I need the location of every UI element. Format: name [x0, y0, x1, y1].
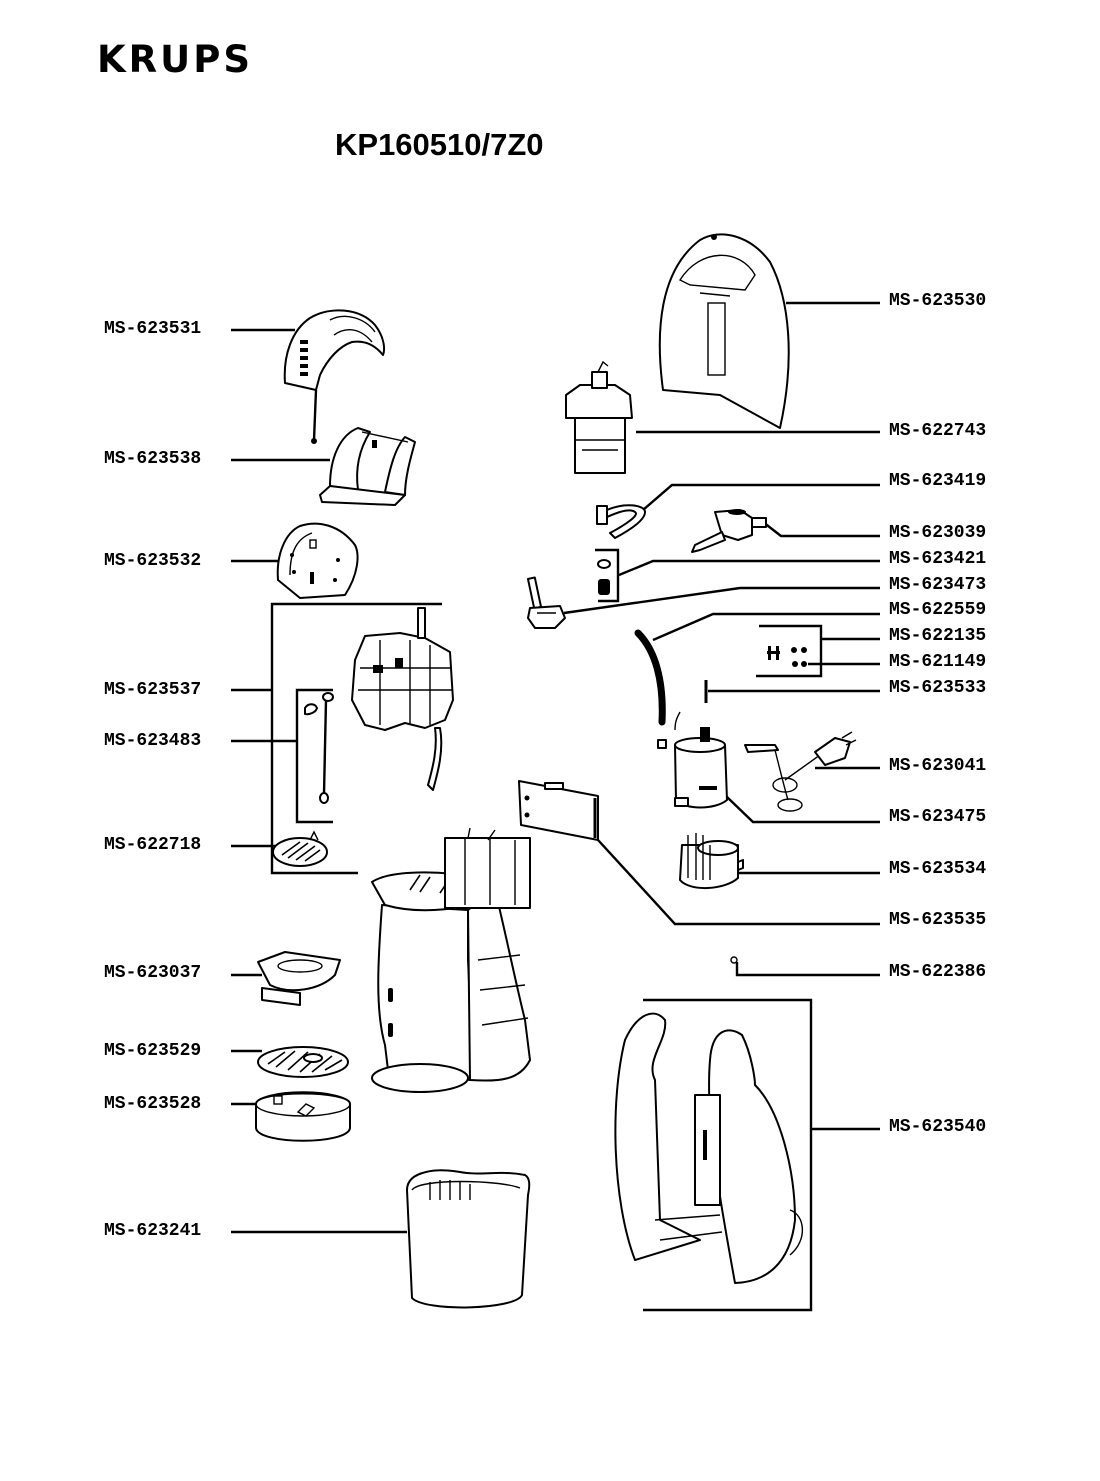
part-label-valve-connector: MS-623039 — [889, 523, 987, 543]
part-small-spring-drawing — [730, 956, 738, 964]
part-seal-spring-drawing — [595, 548, 620, 603]
leader-small-spring — [735, 962, 880, 977]
part-housing-shell-drawing — [614, 1012, 804, 1284]
part-silicone-tube-drawing — [634, 629, 666, 726]
leader-valve-connector — [762, 521, 880, 538]
part-flowmeter-drawing — [526, 576, 566, 629]
part-rear-cover-drawing — [658, 233, 790, 429]
leader-seal-spring — [618, 559, 880, 577]
part-label-silicone-tube: MS-622559 — [889, 600, 987, 620]
part-label-heater-support: MS-623534 — [889, 859, 987, 879]
part-label-brewing-unit: MS-623537 — [104, 680, 202, 700]
part-pump-drawing — [565, 360, 633, 474]
part-capsule-grid-drawing — [272, 830, 328, 867]
bracket-brewing-unit — [270, 602, 442, 875]
bracket-housing-shell — [643, 998, 813, 1312]
model-number: KP160510/7Z0 — [335, 127, 544, 162]
leader-flowmeter — [563, 586, 880, 615]
brand-logo: KRUPS — [97, 38, 253, 81]
part-top-cover-drawing — [283, 309, 385, 444]
part-control-panel-support-drawing — [276, 522, 359, 599]
part-label-fastener-kit: MS-621149 — [889, 652, 987, 672]
part-label-cover-frame: MS-623538 — [104, 449, 202, 469]
part-cover-frame-drawing — [319, 427, 416, 506]
part-lever-rod-drawing — [304, 692, 334, 804]
leader-heating-block — [726, 796, 880, 824]
part-label-screw-kit: MS-622135 — [889, 626, 987, 646]
part-label-heating-block: MS-623475 — [889, 807, 987, 827]
leader-pump-hose — [642, 483, 880, 511]
part-heater-support-drawing — [679, 833, 744, 890]
leader-lines-right — [563, 301, 880, 1312]
part-label-pump: MS-622743 — [889, 421, 987, 441]
part-label-drip-tray-grid: MS-623529 — [104, 1041, 202, 1061]
part-drip-tray-drawing — [255, 1091, 351, 1142]
part-label-housing-shell: MS-623540 — [889, 1117, 987, 1137]
leader-silicone-tube — [652, 612, 880, 642]
part-label-lever-rod: MS-623483 — [104, 731, 202, 751]
part-power-cord-drawing — [744, 731, 857, 812]
part-brewing-unit-drawing — [351, 607, 454, 791]
part-drip-tray-grid-drawing — [257, 1046, 349, 1078]
part-label-electronic-board: MS-623535 — [889, 910, 987, 930]
part-label-pump-hose: MS-623419 — [889, 471, 987, 491]
part-label-top-cover: MS-623531 — [104, 319, 202, 339]
part-valve-connector-drawing — [691, 509, 767, 553]
part-label-control-panel-support: MS-623532 — [104, 551, 202, 571]
part-label-water-tank: MS-623241 — [104, 1221, 202, 1241]
part-pump-hose-drawing — [596, 504, 646, 539]
part-screw-kit-drawing — [767, 646, 807, 667]
part-water-tank-drawing — [406, 1169, 531, 1309]
leader-lines-left — [231, 328, 442, 1234]
bracket-screw-kit — [756, 624, 823, 678]
part-electronic-board-drawing — [518, 780, 599, 841]
part-heating-block-drawing — [657, 711, 728, 809]
part-label-drip-tray: MS-623528 — [104, 1094, 202, 1114]
part-label-capsule-grid: MS-622718 — [104, 835, 202, 855]
part-label-seal-spring: MS-623421 — [889, 549, 987, 569]
part-label-flowmeter: MS-623473 — [889, 575, 987, 595]
leader-electronic-board — [597, 839, 880, 926]
part-label-screw: MS-623533 — [889, 678, 987, 698]
part-chassis-drawing — [371, 827, 531, 1093]
part-label-capsule-holder: MS-623037 — [104, 963, 202, 983]
part-capsule-holder-drawing — [257, 951, 341, 1006]
part-label-power-cord: MS-623041 — [889, 756, 987, 776]
bracket-lever-rod — [295, 688, 333, 824]
part-label-small-spring: MS-622386 — [889, 962, 987, 982]
part-label-rear-cover: MS-623530 — [889, 291, 987, 311]
